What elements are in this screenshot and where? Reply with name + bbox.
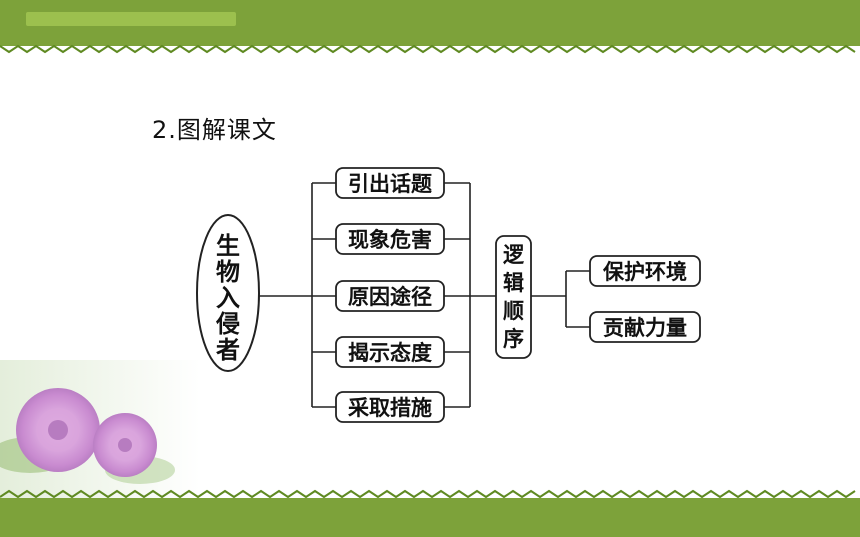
- center-node-char: 侵: [215, 310, 240, 338]
- branch-node: 采取措施: [335, 391, 445, 423]
- section-heading: 2.图解课文: [152, 116, 277, 144]
- center-node-char: 入: [216, 284, 240, 312]
- top-zigzag-border: [0, 44, 856, 54]
- outcome-node: 贡献力量: [589, 311, 701, 343]
- middle-node-char: 辑: [503, 271, 524, 295]
- top-band-highlight: [26, 12, 236, 26]
- top-decorative-band: [0, 0, 860, 46]
- outcome-label: 贡献力量: [603, 316, 687, 340]
- rose-decoration-image: [0, 360, 200, 500]
- branch-label: 采取措施: [348, 396, 432, 420]
- branch-label: 引出话题: [348, 172, 433, 196]
- branch-label: 原因途径: [348, 285, 432, 309]
- center-node-char: 生: [216, 232, 240, 260]
- branch-node: 引出话题: [335, 167, 445, 199]
- branch-label: 揭示态度: [348, 341, 432, 365]
- center-node: 生 物 入 侵 者: [196, 214, 260, 372]
- middle-node-char: 序: [503, 327, 524, 351]
- branch-label: 现象危害: [348, 228, 432, 252]
- middle-node: 逻 辑 顺 序: [495, 235, 532, 359]
- bottom-zigzag-border: [0, 489, 856, 499]
- branch-node: 现象危害: [335, 223, 445, 255]
- connector-lines: [258, 182, 590, 408]
- center-node-char: 物: [216, 258, 240, 286]
- center-node-char: 者: [216, 336, 240, 364]
- outcome-node: 保护环境: [589, 255, 701, 287]
- branch-node: 原因途径: [335, 280, 445, 312]
- bottom-decorative-band: [0, 498, 860, 537]
- branch-node: 揭示态度: [335, 336, 445, 368]
- outcome-label: 保护环境: [602, 260, 687, 284]
- middle-node-char: 顺: [503, 299, 524, 323]
- middle-node-char: 逻: [503, 243, 525, 267]
